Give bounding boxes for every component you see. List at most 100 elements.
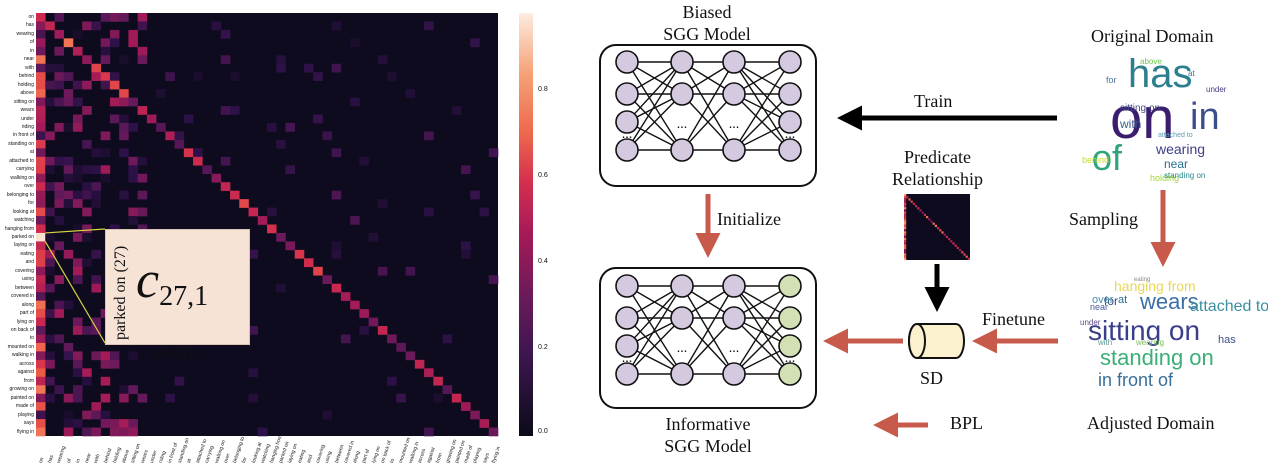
- net-ellipsis: ...: [677, 341, 688, 356]
- heatmap-cell: [470, 410, 480, 420]
- mini-cell: [923, 213, 926, 216]
- net-node: [722, 362, 746, 386]
- heatmap-cell: [248, 368, 259, 378]
- net-node: [778, 138, 802, 162]
- heatmap-cell: [470, 190, 480, 200]
- heatmap-cell: [414, 359, 425, 369]
- biased-title-line2: SGG Model: [663, 24, 751, 44]
- net-edge: [733, 285, 791, 347]
- heatmap-cell: [36, 309, 46, 318]
- heatmap-cell: [220, 182, 231, 191]
- heatmap-cell: [54, 97, 65, 107]
- row-label: made of: [15, 403, 34, 410]
- mini-cell: [904, 202, 907, 205]
- heatmap-cell: [36, 165, 46, 175]
- heatmap-cell: [137, 224, 148, 234]
- mini-cell: [906, 196, 909, 199]
- net-ellipsis: ...: [622, 351, 633, 366]
- heatmap-cell: [276, 63, 286, 73]
- zoom-inset: [105, 229, 250, 345]
- informative-network: ............: [615, 274, 802, 386]
- heatmap-cell: [100, 13, 111, 22]
- row-label: along: [21, 301, 34, 308]
- net-node: [615, 334, 639, 358]
- heatmap-cell: [119, 385, 129, 394]
- heatmap-cell: [109, 351, 120, 361]
- heatmap-cell: [45, 266, 55, 276]
- finetune-label: Finetune: [982, 309, 1045, 329]
- zoom-inset-subscript: 27,1: [159, 281, 209, 312]
- row-label: for: [28, 200, 34, 207]
- biased-model-title: Biased SGG Model: [663, 1, 751, 45]
- net-node: [670, 274, 694, 298]
- heatmap-cell: [119, 89, 129, 98]
- mini-cell: [904, 238, 907, 241]
- sd-cylinder: [908, 323, 965, 359]
- row-label: attached to: [9, 157, 34, 164]
- net-edge: [733, 285, 791, 375]
- heatmap-cell: [359, 326, 369, 335]
- heatmap-cell: [461, 249, 471, 259]
- wordcloud-word: near: [1090, 302, 1109, 312]
- mini-cell: [904, 244, 907, 247]
- heatmap-cell: [72, 258, 83, 268]
- wordcloud-word: under: [1206, 85, 1227, 94]
- wordcloud-word: with: [1120, 117, 1142, 131]
- heatmap-cell: [36, 258, 46, 268]
- heatmap-cell: [128, 427, 138, 437]
- heatmap-cell: [82, 80, 92, 90]
- sampling-label: Sampling: [1069, 209, 1139, 229]
- heatmap-cell: [479, 207, 490, 217]
- mini-cell: [932, 222, 935, 225]
- net-edge: [626, 61, 683, 151]
- row-label: painted on: [10, 394, 34, 401]
- heatmap-cell: [128, 216, 138, 225]
- heatmap-cell: [488, 427, 499, 437]
- heatmap-cell: [63, 199, 74, 208]
- heatmap-cell: [36, 410, 46, 420]
- mini-cell: [952, 242, 955, 245]
- heatmap-cell: [377, 266, 388, 276]
- mini-cell: [956, 246, 959, 249]
- mini-cell: [904, 235, 907, 238]
- row-label: and: [25, 259, 34, 266]
- heatmap-cell: [109, 419, 120, 428]
- heatmap-cell: [128, 156, 138, 166]
- heatmap-cell: [82, 21, 92, 31]
- heatmap-cell: [72, 224, 83, 234]
- heatmap-cell: [359, 156, 369, 166]
- heatmap-cell: [119, 427, 129, 437]
- net-node: [615, 50, 639, 74]
- heatmap-cell: [137, 207, 148, 217]
- mini-cell: [904, 196, 907, 199]
- heatmap-cell: [91, 190, 101, 200]
- heatmap-cell: [45, 283, 55, 293]
- row-label: laying on: [13, 242, 34, 249]
- heatmap-cell: [54, 334, 65, 344]
- train-label: Train: [914, 91, 953, 111]
- mini-cell: [915, 205, 918, 208]
- colorbar-tick: 0.6: [538, 172, 548, 179]
- net-node: [670, 50, 694, 74]
- heatmap-cell: [461, 241, 471, 251]
- mini-cell: [904, 249, 907, 252]
- heatmap-cell: [45, 376, 55, 386]
- net-node: [778, 110, 802, 134]
- heatmap-cell: [63, 122, 74, 132]
- heatmap-cell: [36, 334, 46, 344]
- row-label: using: [22, 276, 34, 283]
- heatmap-cell: [45, 351, 55, 361]
- heatmap-cell: [72, 232, 83, 242]
- heatmap-cell: [82, 232, 92, 242]
- heatmap-cell: [91, 283, 101, 293]
- predicate-title-line2: Relationship: [892, 169, 983, 189]
- wordcloud-word: above: [1140, 57, 1162, 66]
- heatmap-cell: [322, 275, 332, 285]
- mini-cell: [950, 240, 953, 243]
- mini-cell: [904, 240, 907, 243]
- heatmap-cell: [91, 63, 101, 73]
- heatmap-cell: [165, 393, 175, 403]
- net-edge: [733, 317, 791, 375]
- predicate-title: Predicate Relationship: [880, 146, 995, 190]
